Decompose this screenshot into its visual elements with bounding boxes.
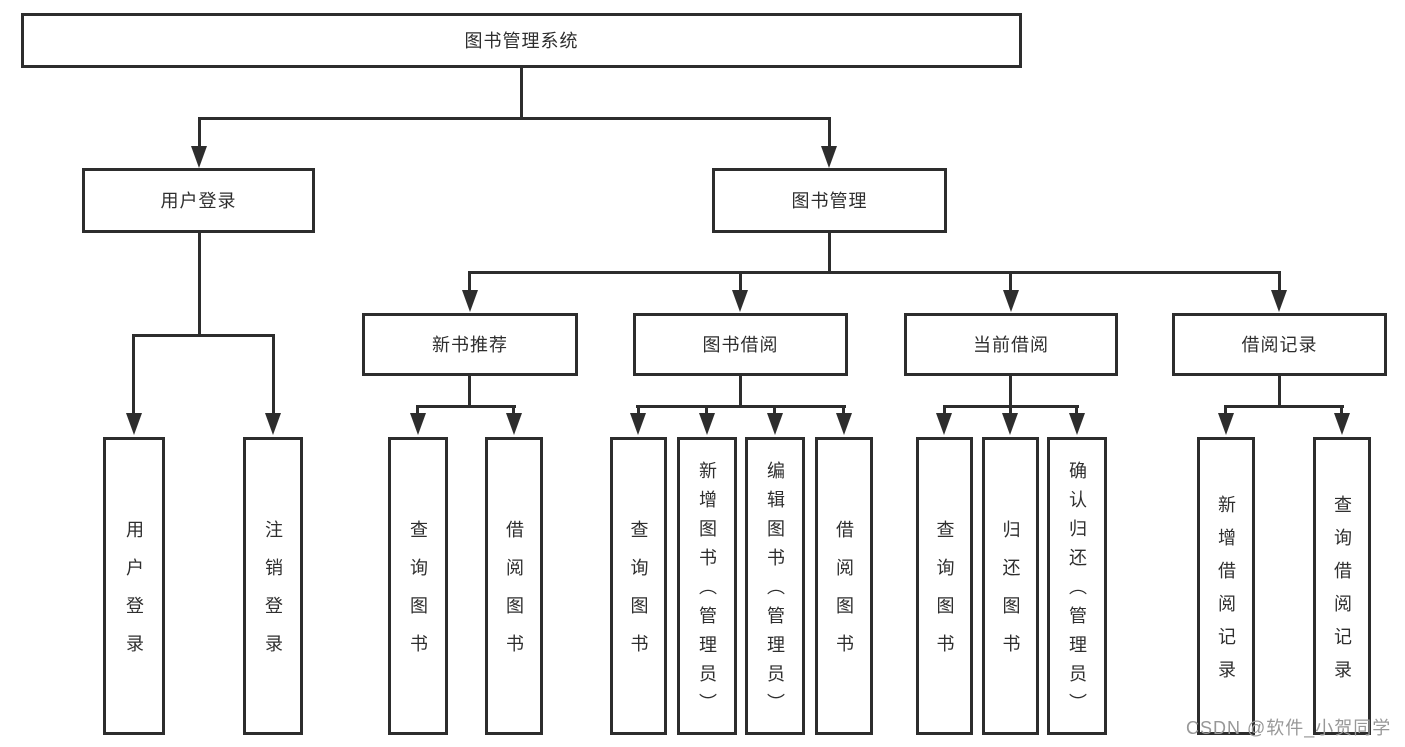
connector-root-stem	[520, 68, 523, 118]
leaf-logout: 注销登录	[243, 437, 303, 735]
leaf-add-book-admin-label: 新增图书（管理员）	[697, 461, 717, 722]
node-new-book-recommend: 新书推荐	[362, 313, 578, 376]
leaf-return-book: 归还图书	[982, 437, 1039, 735]
connector-root-right-drop	[828, 117, 831, 148]
arrowhead-borrow-records	[1271, 290, 1287, 312]
leaf-user-login: 用户登录	[103, 437, 165, 735]
connector-root-left-drop	[198, 117, 201, 148]
connector-bookborrow-drop-1	[637, 405, 640, 415]
connector-bookborrow-drop-4	[842, 405, 845, 415]
leaf-borrow-book-1-label: 借阅图书	[504, 520, 524, 672]
leaf-confirm-return-admin-label: 确认归还（管理员）	[1067, 461, 1087, 722]
arrowhead-book-management	[821, 146, 837, 168]
leaf-borrow-book-2: 借阅图书	[815, 437, 873, 735]
leaf-query-book-1: 查询图书	[388, 437, 448, 735]
connector-bookmgmt-drop-4	[1278, 271, 1281, 292]
connector-newbook-drop-1	[416, 405, 419, 415]
arrowhead-query-book-2	[630, 413, 646, 435]
node-current-borrow: 当前借阅	[904, 313, 1118, 376]
arrowhead-new-book-recommend	[462, 290, 478, 312]
leaf-return-book-label: 归还图书	[1000, 520, 1021, 672]
arrowhead-query-book-1	[410, 413, 426, 435]
arrowhead-add-book-admin	[699, 413, 715, 435]
connector-currentborrow-stem	[1009, 376, 1012, 408]
arrowhead-borrow-book-2	[836, 413, 852, 435]
csdn-watermark: CSDN @软件_小贺同学	[1186, 718, 1392, 738]
leaf-query-book-2: 查询图书	[610, 437, 667, 735]
arrowhead-return-book	[1002, 413, 1018, 435]
leaf-query-book-3: 查询图书	[916, 437, 973, 735]
arrowhead-current-borrow	[1003, 290, 1019, 312]
connector-bookmgmt-drop-2	[739, 271, 742, 292]
leaf-query-borrow-record-label: 查询借阅记录	[1332, 494, 1352, 693]
connector-records-stem	[1278, 376, 1281, 408]
leaf-user-login-label: 用户登录	[124, 520, 144, 672]
connector-bookborrow-stem	[739, 376, 742, 408]
leaf-logout-label: 注销登录	[263, 520, 283, 672]
connector-bookmgmt-stem	[828, 233, 831, 274]
node-book-borrow: 图书借阅	[633, 313, 848, 376]
leaf-borrow-book-1: 借阅图书	[485, 437, 543, 735]
leaf-add-borrow-record-label: 新增借阅记录	[1216, 494, 1236, 693]
node-library-system: 图书管理系统	[21, 13, 1022, 68]
connector-bookmgmt-bar	[468, 271, 1281, 274]
leaf-add-borrow-record: 新增借阅记录	[1197, 437, 1255, 735]
arrowhead-edit-book-admin	[767, 413, 783, 435]
connector-root-bar	[198, 117, 831, 120]
connector-userlogin-drop-1	[132, 334, 135, 415]
arrowhead-user-login	[191, 146, 207, 168]
node-book-management: 图书管理	[712, 168, 947, 233]
leaf-borrow-book-2-label: 借阅图书	[834, 520, 854, 672]
connector-records-drop-1	[1224, 405, 1227, 415]
connector-userlogin-bar	[132, 334, 275, 337]
leaf-query-borrow-record: 查询借阅记录	[1313, 437, 1371, 735]
leaf-query-book-2-label: 查询图书	[628, 520, 649, 672]
connector-newbook-bar	[416, 405, 516, 408]
arrowhead-borrow-book-1	[506, 413, 522, 435]
connector-newbook-stem	[468, 376, 471, 408]
leaf-query-book-3-label: 查询图书	[934, 520, 955, 672]
arrowhead-leaf-logout	[265, 413, 281, 435]
connector-userlogin-stem	[198, 233, 201, 336]
connector-bookborrow-bar	[636, 405, 846, 408]
connector-bookborrow-drop-3	[773, 405, 776, 415]
arrowhead-leaf-user-login	[126, 413, 142, 435]
arrowhead-book-borrow	[732, 290, 748, 312]
connector-records-bar	[1224, 405, 1344, 408]
arrowhead-add-borrow-record	[1218, 413, 1234, 435]
leaf-edit-book-admin-label: 编辑图书（管理员）	[765, 461, 785, 722]
leaf-query-book-1-label: 查询图书	[408, 520, 428, 672]
leaf-add-book-admin: 新增图书（管理员）	[677, 437, 737, 735]
leaf-confirm-return-admin: 确认归还（管理员）	[1047, 437, 1107, 735]
connector-userlogin-drop-2	[272, 334, 275, 415]
leaf-edit-book-admin: 编辑图书（管理员）	[745, 437, 805, 735]
arrowhead-confirm-return-admin	[1069, 413, 1085, 435]
connector-bookmgmt-drop-1	[468, 271, 471, 292]
connector-bookmgmt-drop-3	[1009, 271, 1012, 292]
node-borrow-records: 借阅记录	[1172, 313, 1387, 376]
connector-records-drop-2	[1340, 405, 1343, 415]
connector-currentborrow-drop-3	[1075, 405, 1078, 415]
node-user-login: 用户登录	[82, 168, 315, 233]
connector-currentborrow-drop-1	[943, 405, 946, 415]
arrowhead-query-borrow-record	[1334, 413, 1350, 435]
connector-newbook-drop-2	[512, 405, 515, 415]
connector-currentborrow-drop-2	[1009, 405, 1012, 415]
connector-bookborrow-drop-2	[705, 405, 708, 415]
arrowhead-query-book-3	[936, 413, 952, 435]
